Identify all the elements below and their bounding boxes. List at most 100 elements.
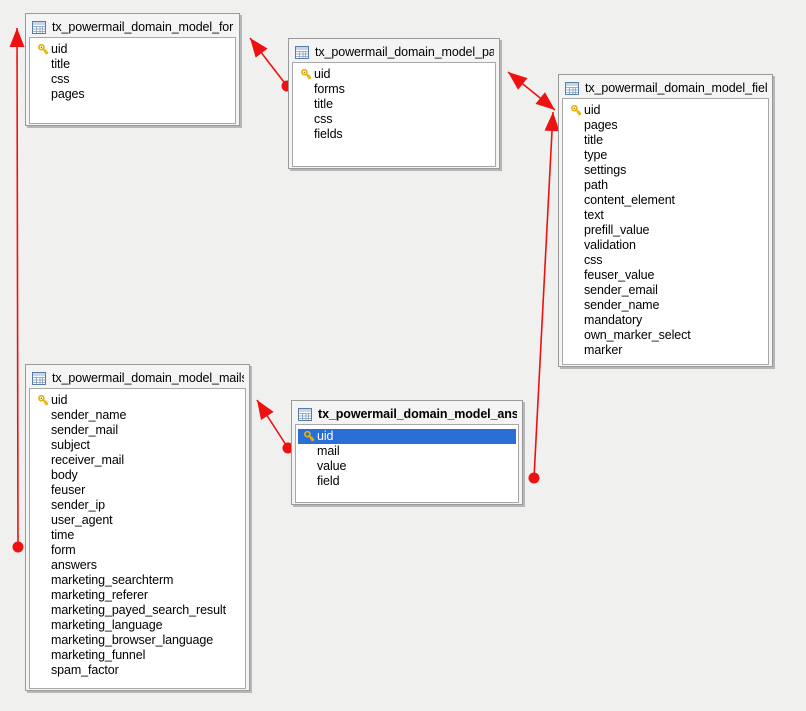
attribute-icon-slot — [298, 113, 314, 126]
attribute-row[interactable]: uid — [32, 42, 233, 57]
attribute-row[interactable]: marketing_language — [32, 618, 243, 633]
attribute-row[interactable]: content_element — [565, 193, 766, 208]
attribute-row[interactable]: sender_name — [32, 408, 243, 423]
attribute-row[interactable]: settings — [565, 163, 766, 178]
entity-header-answer[interactable]: tx_powermail_domain_model_answer — [295, 404, 519, 424]
attribute-name: marketing_payed_search_result — [51, 603, 226, 617]
attribute-row[interactable]: marker — [565, 343, 766, 358]
primary-key-icon — [37, 44, 48, 55]
entity-header-mails[interactable]: tx_powermail_domain_model_mails — [29, 368, 246, 388]
relationship-endpoint-circle — [12, 541, 24, 553]
attribute-icon-slot — [35, 649, 51, 662]
attribute-icon-slot — [568, 179, 584, 192]
attribute-row[interactable]: prefill_value — [565, 223, 766, 238]
attribute-row[interactable]: time — [32, 528, 243, 543]
attribute-row[interactable]: title — [565, 133, 766, 148]
attribute-row[interactable]: body — [32, 468, 243, 483]
attribute-row[interactable]: sender_email — [565, 283, 766, 298]
attribute-row[interactable]: mail — [298, 444, 516, 459]
attribute-row[interactable]: marketing_funnel — [32, 648, 243, 663]
attribute-row[interactable]: css — [565, 253, 766, 268]
attribute-row[interactable]: uid — [32, 393, 243, 408]
attribute-icon-slot — [568, 284, 584, 297]
attribute-name: spam_factor — [51, 663, 119, 677]
attribute-name: user_agent — [51, 513, 113, 527]
attribute-row[interactable]: field — [298, 474, 516, 489]
entity-title-answer: tx_powermail_domain_model_answer — [318, 407, 517, 421]
attribute-row[interactable]: sender_ip — [32, 498, 243, 513]
attribute-icon-slot — [568, 164, 584, 177]
attribute-name: field — [317, 474, 340, 488]
entity-title-fields: tx_powermail_domain_model_fields — [585, 81, 767, 95]
entity-table-pages[interactable]: tx_powermail_domain_model_pagesuidformst… — [288, 38, 500, 169]
entity-header-fields[interactable]: tx_powermail_domain_model_fields — [562, 78, 769, 98]
attribute-icon-slot — [35, 514, 51, 527]
attribute-row[interactable]: subject — [32, 438, 243, 453]
attribute-row[interactable]: value — [298, 459, 516, 474]
relationship-forms-to-pages[interactable] — [249, 37, 288, 87]
attribute-row[interactable]: title — [32, 57, 233, 72]
attribute-icon-slot — [568, 344, 584, 357]
attribute-row[interactable]: marketing_referer — [32, 588, 243, 603]
attribute-row[interactable]: feuser_value — [565, 268, 766, 283]
attribute-row[interactable]: marketing_payed_search_result — [32, 603, 243, 618]
attribute-icon-slot — [568, 134, 584, 147]
attribute-row[interactable]: spam_factor — [32, 663, 243, 678]
attribute-row[interactable]: text — [565, 208, 766, 223]
attribute-row[interactable]: mandatory — [565, 313, 766, 328]
attribute-name: pages — [51, 87, 85, 101]
relationship-forms-to-mails[interactable] — [16, 27, 19, 548]
attribute-row[interactable]: uid — [565, 103, 766, 118]
entity-table-answer[interactable]: tx_powermail_domain_model_answeruidmailv… — [291, 400, 523, 505]
attribute-name: uid — [51, 42, 68, 56]
entity-header-forms[interactable]: tx_powermail_domain_model_forms — [29, 17, 236, 37]
relationship-line — [256, 399, 289, 449]
attribute-name: sender_name — [584, 298, 660, 312]
attribute-row[interactable]: uid — [298, 429, 516, 444]
attribute-name: pages — [584, 118, 618, 132]
attribute-row[interactable]: user_agent — [32, 513, 243, 528]
table-icon — [32, 20, 46, 34]
attribute-row[interactable]: path — [565, 178, 766, 193]
attribute-name: uid — [317, 429, 334, 443]
attribute-row[interactable]: receiver_mail — [32, 453, 243, 468]
attribute-name: text — [584, 208, 604, 222]
relationship-mails-to-answer[interactable] — [256, 399, 289, 449]
attribute-name: css — [584, 253, 603, 267]
entity-header-pages[interactable]: tx_powermail_domain_model_pages — [292, 42, 496, 62]
attribute-row[interactable]: title — [295, 97, 493, 112]
attribute-icon-slot — [35, 88, 51, 101]
attribute-row[interactable]: own_marker_select — [565, 328, 766, 343]
attribute-row[interactable]: css — [32, 72, 233, 87]
attribute-name: validation — [584, 238, 636, 252]
attribute-row[interactable]: answers — [32, 558, 243, 573]
attribute-icon-slot — [35, 424, 51, 437]
attribute-row[interactable]: validation — [565, 238, 766, 253]
attribute-row[interactable]: pages — [565, 118, 766, 133]
attribute-row[interactable]: marketing_searchterm — [32, 573, 243, 588]
attribute-name: content_element — [584, 193, 675, 207]
attribute-row[interactable]: uid — [295, 67, 493, 82]
attribute-row[interactable]: fields — [295, 127, 493, 142]
relationship-pages-to-fields[interactable] — [507, 71, 556, 111]
attribute-row[interactable]: sender_name — [565, 298, 766, 313]
attribute-row[interactable]: sender_mail — [32, 423, 243, 438]
attribute-row[interactable]: pages — [32, 87, 233, 102]
attribute-icon-slot — [568, 209, 584, 222]
attribute-row[interactable]: marketing_browser_language — [32, 633, 243, 648]
relationship-endpoint-circle — [528, 472, 540, 484]
relationship-fields-to-answer[interactable] — [533, 111, 554, 479]
attribute-row[interactable]: form — [32, 543, 243, 558]
attribute-name: mandatory — [584, 313, 643, 327]
attribute-row[interactable]: feuser — [32, 483, 243, 498]
attribute-row[interactable]: forms — [295, 82, 493, 97]
attribute-row[interactable]: css — [295, 112, 493, 127]
attribute-name: uid — [314, 67, 331, 81]
attribute-row[interactable]: type — [565, 148, 766, 163]
primary-key-icon-slot — [35, 43, 51, 56]
